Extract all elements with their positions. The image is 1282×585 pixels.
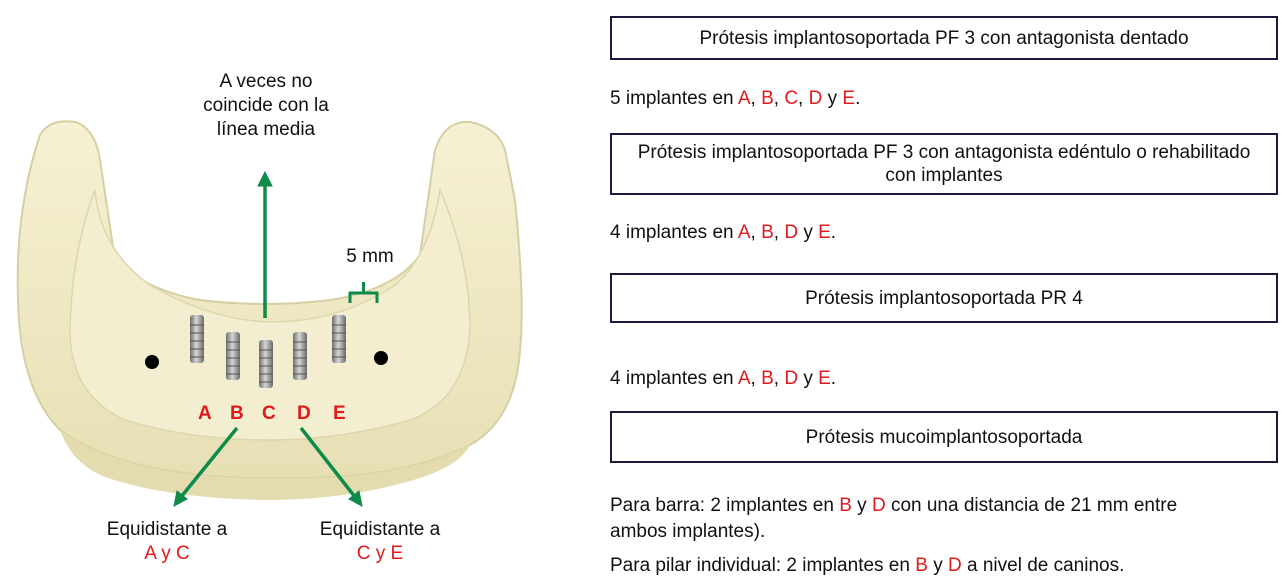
equidistant-right-line-2: C y E [285,542,475,566]
highlight-letter: C [784,88,798,109]
text-segment: a nivel de caninos. [962,555,1125,576]
section-title-1: Prótesis implantosoportada PF 3 con anta… [610,16,1278,60]
highlight-letter: E [818,368,831,389]
highlight-letter: A [738,368,751,389]
highlight-letter: D [784,222,798,243]
text-segment: . [831,222,836,243]
section-text-1: 5 implantes en A, B, C, D y E. [610,87,860,111]
highlight-letter: B [915,555,928,576]
implant-letter-B: B [230,403,244,425]
section-text-3: 4 implantes en A, B, D y E. [610,367,836,391]
midline-note-line-3: línea media [176,118,356,142]
implant-B [226,332,240,380]
section-text-2: 4 implantes en A, B, D y E. [610,221,836,245]
section-text-4: Para barra: 2 implantes en B y D con una… [610,493,1210,545]
distance-label: 5 mm [330,245,410,269]
text-segment: , [774,88,785,109]
text-segment: y [798,368,818,389]
text-segment: y [852,495,872,516]
implant-E [332,315,346,363]
text-segment: 4 implantes en [610,368,738,389]
equidistant-note-left: Equidistante a A y C [72,518,262,566]
highlight-letter: D [872,495,886,516]
text-segment: , [774,368,785,389]
implant-letter-D: D [297,403,311,425]
text-segment: Para barra: 2 implantes en [610,495,839,516]
section-title-4: Prótesis mucoimplantosoportada [610,411,1278,463]
highlight-letter: A [738,222,751,243]
midline-note-line-2: coincide con la [176,94,356,118]
text-segment: y [822,88,842,109]
highlight-letter: B [761,88,774,109]
section-title-3: Prótesis implantosoportada PR 4 [610,273,1278,323]
highlight-letter: B [761,222,774,243]
highlight-letter: E [842,88,855,109]
text-segment: Para pilar individual: 2 implantes en [610,555,915,576]
text-segment: y [798,222,818,243]
mental-foramen-dot-right [374,351,388,365]
implant-C [259,340,273,388]
highlight-letter: A [738,88,751,109]
text-segment: . [831,368,836,389]
equidistant-left-line-1: Equidistante a [72,518,262,542]
implant-A [190,315,204,363]
implant-D [293,332,307,380]
text-segment: . [855,88,860,109]
implant-letter-A: A [198,403,212,425]
equidistant-left-line-2: A y C [72,542,262,566]
mental-foramen-dot-left [145,355,159,369]
text-segment: , [751,88,762,109]
midline-note-line-1: A veces no [176,70,356,94]
text-segment: , [774,222,785,243]
equidistant-note-right: Equidistante a C y E [285,518,475,566]
highlight-letter: B [761,368,774,389]
implant-letter-E: E [333,403,346,425]
highlight-letter: D [784,368,798,389]
text-segment: , [751,222,762,243]
highlight-letter: B [839,495,852,516]
text-segment: , [751,368,762,389]
section-title-2: Prótesis implantosoportada PF 3 con anta… [610,133,1278,195]
highlight-letter: E [818,222,831,243]
text-segment: , [798,88,809,109]
midline-arrow [258,172,272,318]
equidistant-right-line-1: Equidistante a [285,518,475,542]
implant-letter-C: C [262,403,276,425]
highlight-letter: D [948,555,962,576]
text-segment: y [928,555,948,576]
text-segment: 5 implantes en [610,88,738,109]
jaw-figure: A veces no coincide con la línea media 5… [0,0,590,585]
section-text-4b: Para pilar individual: 2 implantes en B … [610,554,1124,578]
text-segment: 4 implantes en [610,222,738,243]
highlight-letter: D [809,88,823,109]
midline-note: A veces no coincide con la línea media [176,70,356,142]
